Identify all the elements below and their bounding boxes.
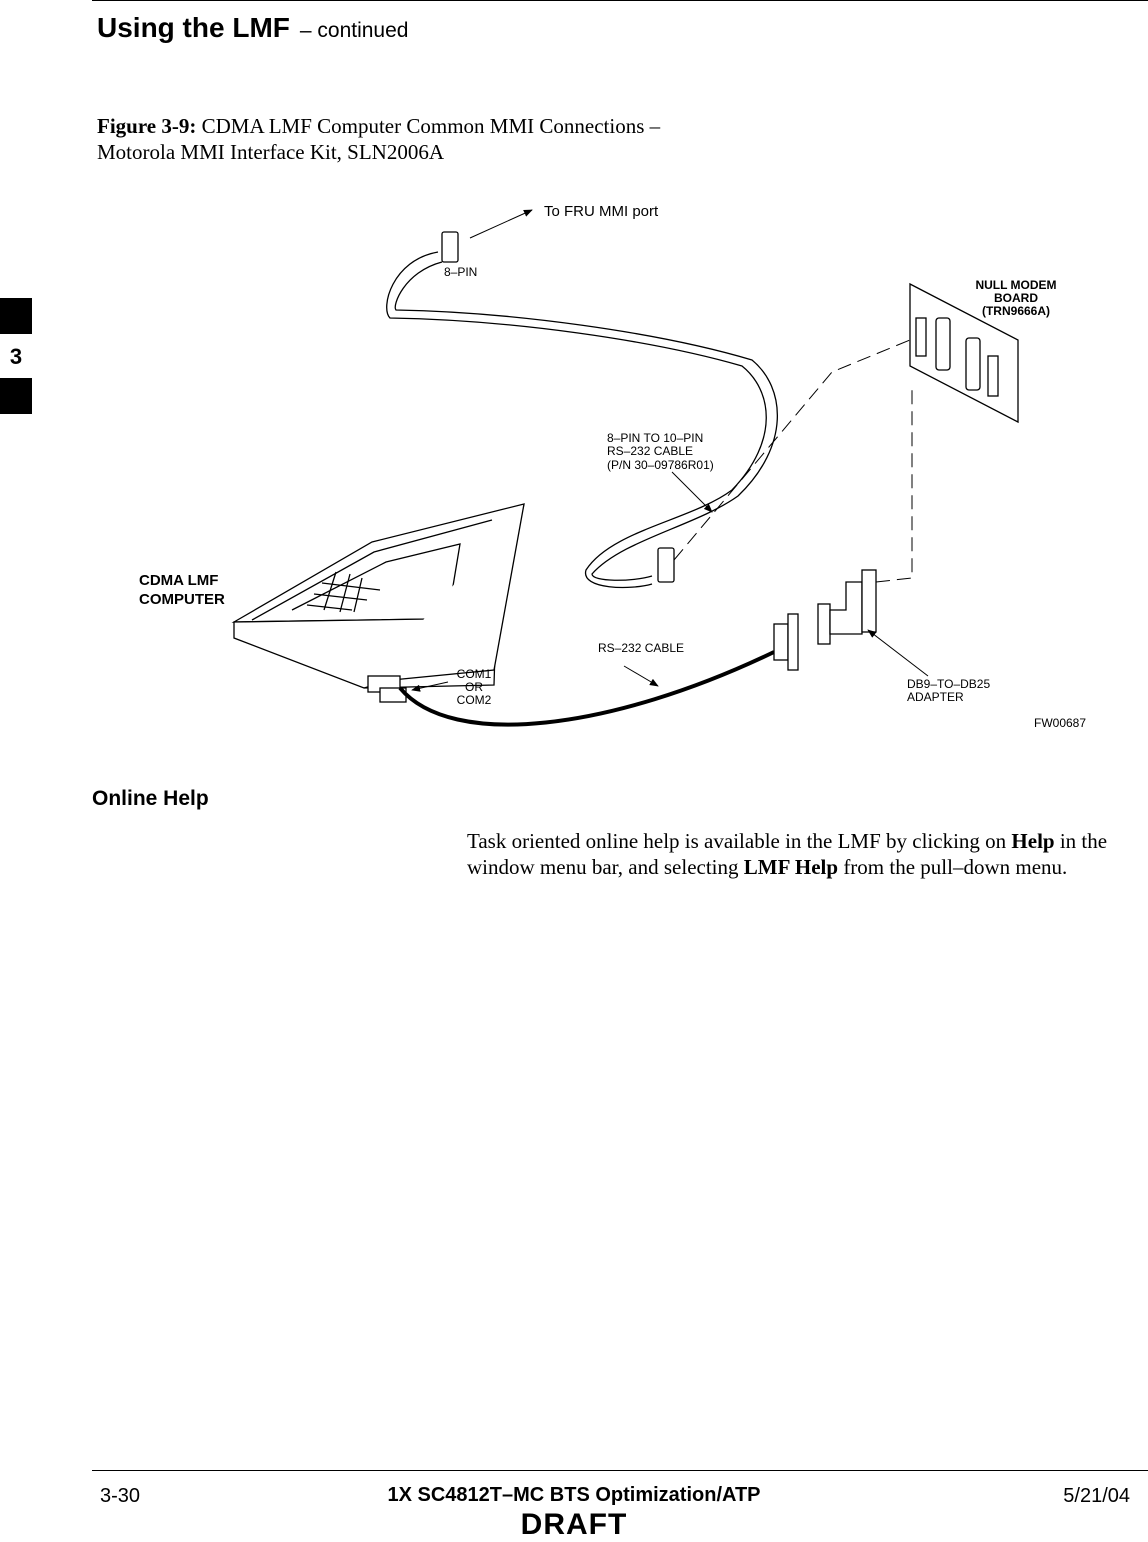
para-text-3: from the pull–down menu. bbox=[838, 855, 1068, 879]
label-8-pin: 8–PIN bbox=[444, 265, 477, 279]
label-adapter-line2: ADAPTER bbox=[907, 690, 964, 704]
para-bold-help: Help bbox=[1011, 829, 1055, 853]
label-null-modem-line1: NULL MODEM bbox=[975, 278, 1056, 292]
null-modem-board bbox=[909, 282, 1019, 424]
figure-caption-line1: CDMA LMF Computer Common MMI Connections… bbox=[201, 114, 661, 138]
para-text-1: Task oriented online help is available i… bbox=[467, 829, 1012, 853]
label-null-modem-line3: (TRN9666A) bbox=[982, 304, 1050, 318]
label-cable-line1: 8–PIN TO 10–PIN bbox=[607, 431, 703, 445]
label-com-line3: COM2 bbox=[457, 693, 492, 707]
label-rs232-cable: RS–232 CABLE bbox=[598, 641, 684, 655]
label-adapter-line1: DB9–TO–DB25 bbox=[907, 677, 990, 691]
body-paragraph: Task oriented online help is available i… bbox=[467, 828, 1139, 880]
page-header: Using the LMF – continued bbox=[97, 12, 408, 44]
figure-caption: Figure 3-9: CDMA LMF Computer Common MMI… bbox=[97, 113, 757, 165]
figure-label: Figure 3-9: bbox=[97, 114, 197, 138]
label-cable-line2: RS–232 CABLE bbox=[607, 444, 693, 458]
label-com-line1: COM1 bbox=[457, 667, 492, 681]
label-cable-line3: (P/N 30–09786R01) bbox=[607, 458, 714, 472]
header-rule bbox=[92, 0, 1148, 1]
mmi-cable bbox=[386, 231, 778, 589]
footer-draft-mark: DRAFT bbox=[520, 1508, 628, 1541]
chapter-tab-bottom bbox=[0, 378, 32, 414]
header-title: Using the LMF bbox=[97, 12, 290, 43]
rs232-cable bbox=[398, 613, 799, 727]
footer-date: 5/21/04 bbox=[1063, 1485, 1130, 1507]
label-com-line2: OR bbox=[465, 680, 483, 694]
connection-diagram: To FRU MMI port 8–PIN NULL MODEM BOARD (… bbox=[139, 203, 1086, 730]
label-to-fru-mmi-port: To FRU MMI port bbox=[544, 203, 659, 220]
section-heading: Online Help bbox=[92, 787, 209, 810]
laptop-illustration bbox=[231, 503, 525, 703]
para-bold-lmf-help: LMF Help bbox=[743, 855, 839, 879]
label-null-modem-line2: BOARD bbox=[994, 291, 1038, 305]
footer-document-title: 1X SC4812T–MC BTS Optimization/ATP bbox=[387, 1484, 761, 1506]
leader-arrows bbox=[411, 209, 929, 692]
para-text-2: in the window menu bar, and selecting bbox=[467, 829, 1108, 879]
label-figure-id: FW00687 bbox=[1034, 716, 1086, 730]
label-computer-line1: CDMA LMF bbox=[139, 572, 218, 589]
label-computer-line2: COMPUTER bbox=[139, 591, 225, 608]
footer-page-number: 3-30 bbox=[100, 1485, 141, 1507]
db9-db25-adapter bbox=[817, 569, 877, 645]
figure-caption-line2: Motorola MMI Interface Kit, SLN2006A bbox=[97, 140, 445, 164]
chapter-tab-number: 3 bbox=[9, 344, 23, 369]
footer-rule bbox=[92, 1470, 1148, 1471]
header-subtitle: – continued bbox=[299, 19, 409, 42]
chapter-tab-top bbox=[0, 298, 32, 334]
dashed-connection-lines bbox=[673, 339, 913, 583]
